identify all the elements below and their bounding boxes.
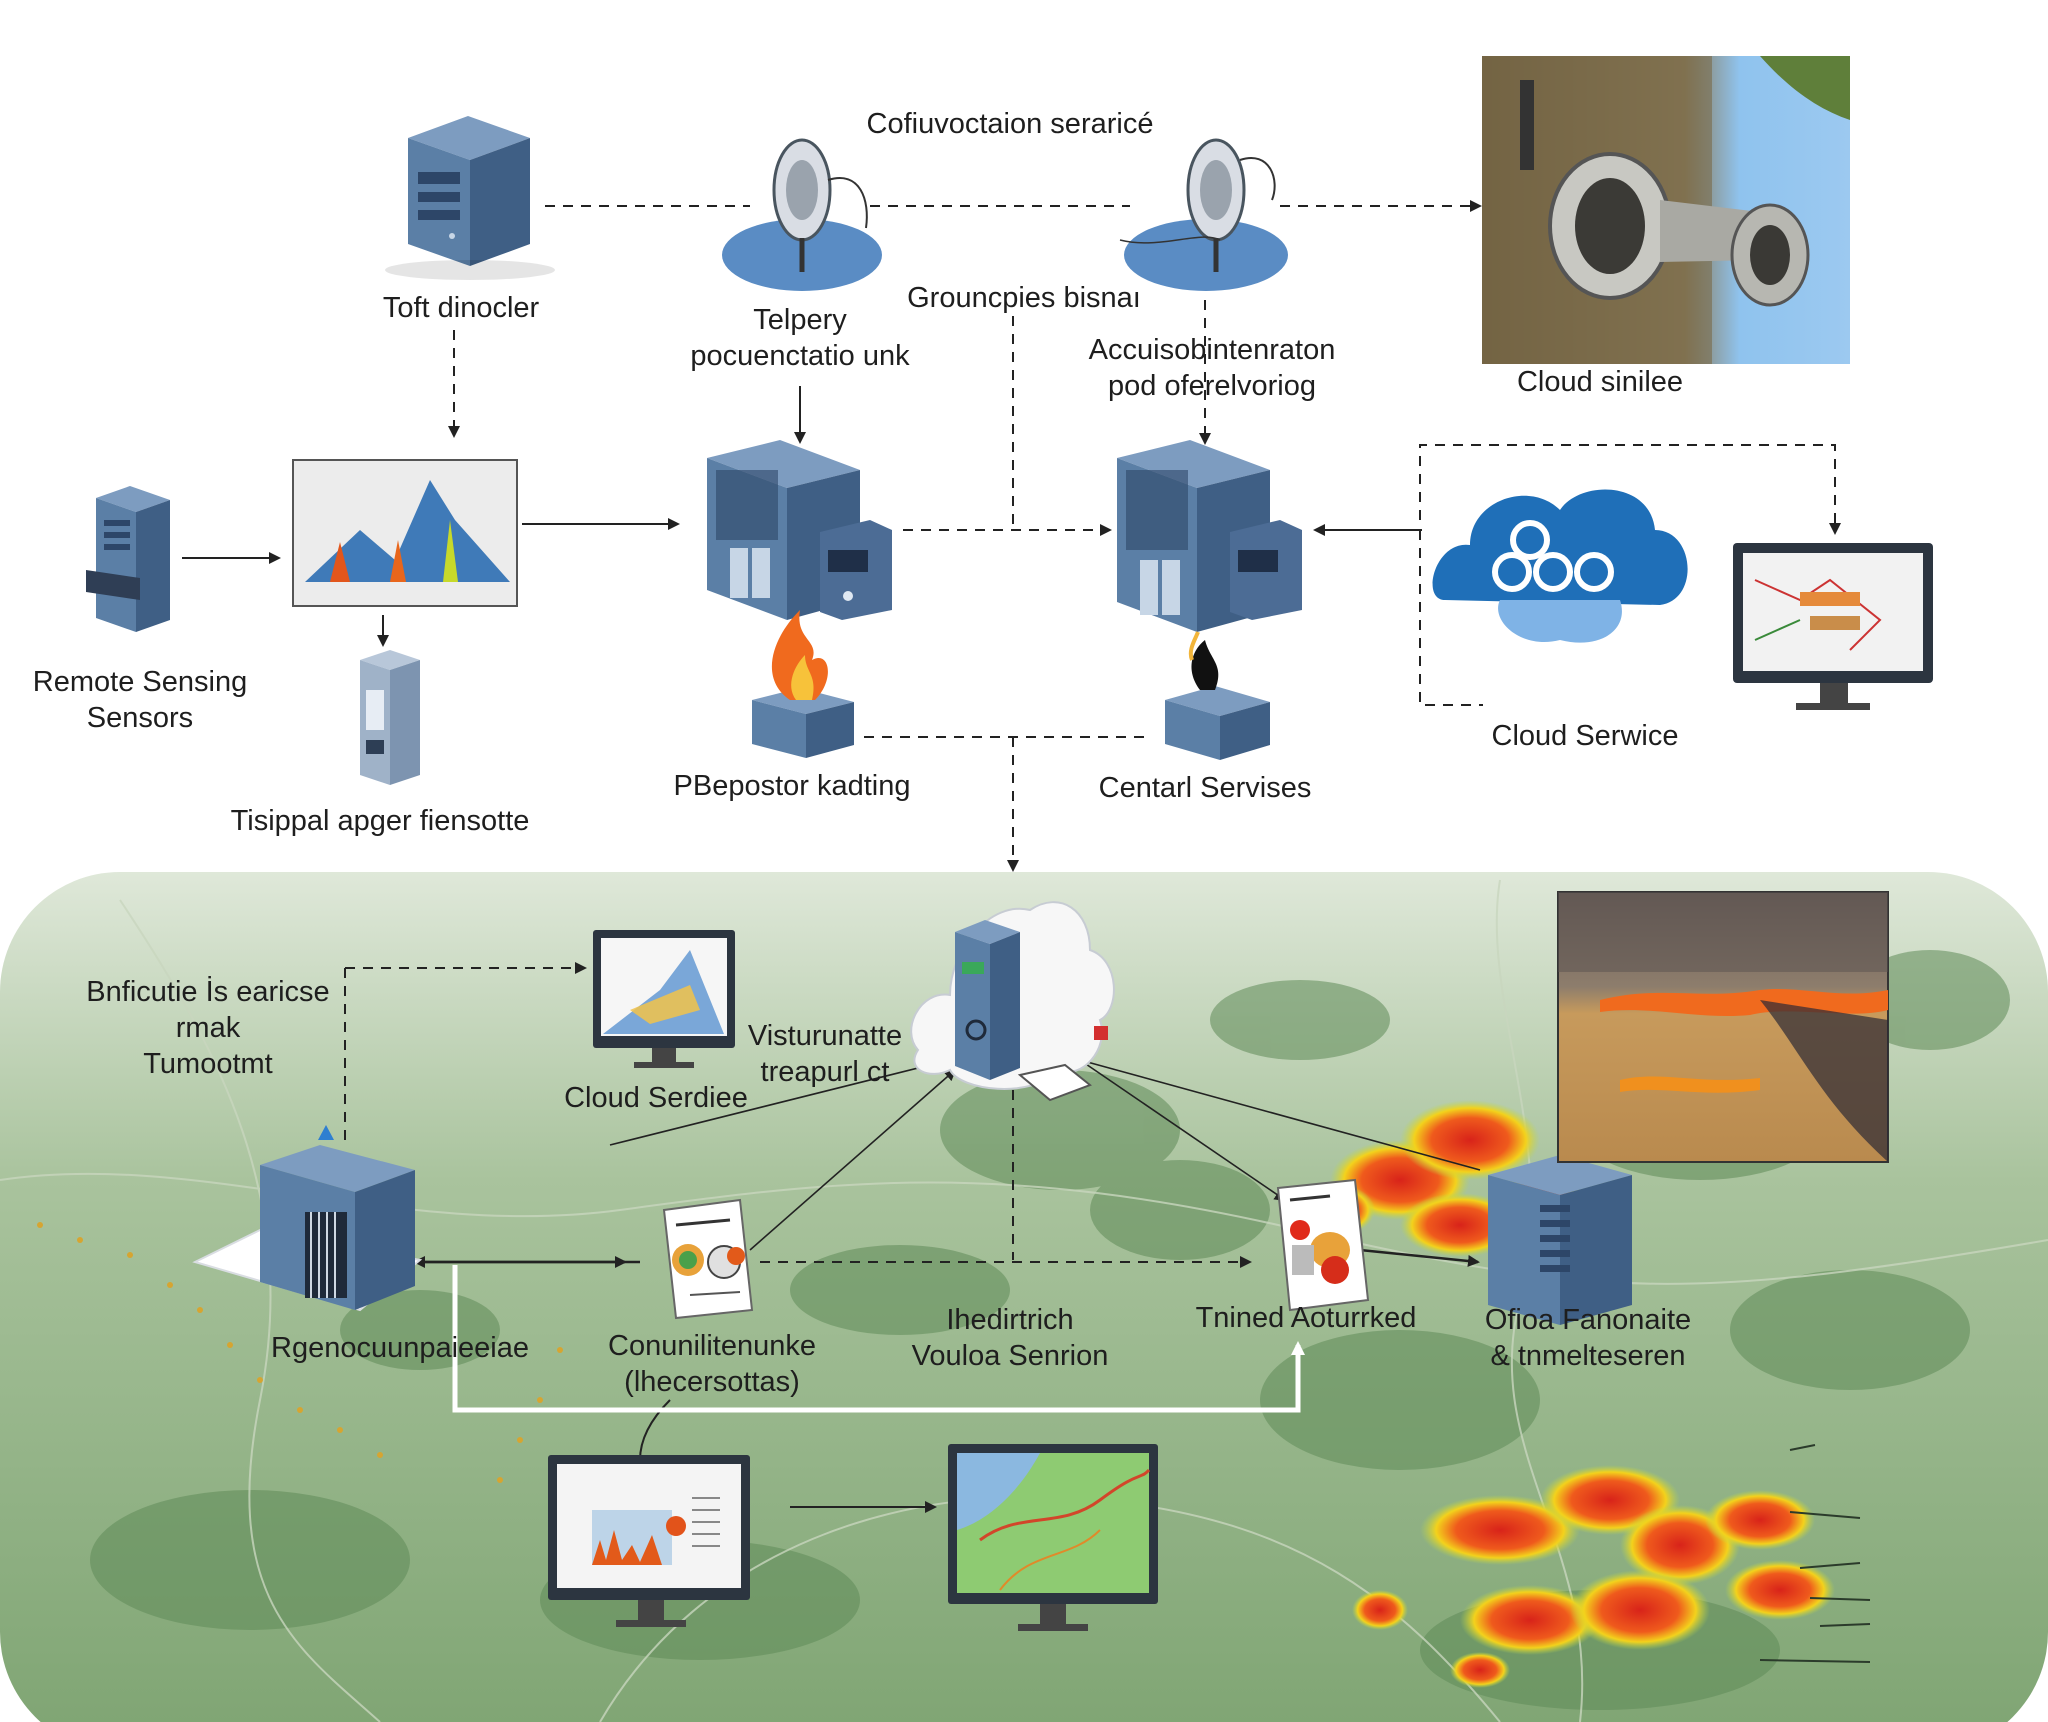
map-monitor-bottom[interactable] bbox=[948, 1444, 1158, 1631]
label-ofioa-fanonaite: Ofioa Fanonaite & tnmelteseren bbox=[1485, 1302, 1691, 1374]
tnined-aoturrked-document[interactable] bbox=[1276, 1178, 1370, 1312]
label-accuisobin-line1: Accuisobintenraton bbox=[1088, 334, 1336, 366]
label-telpery: Telpery pocuenctatio unk bbox=[690, 302, 909, 374]
connectors-top bbox=[182, 200, 1841, 872]
label-remote-sensing: Remote Sensing Sensors bbox=[33, 664, 247, 736]
label-rgenocuun: Rgenocuunpaieeiae bbox=[271, 1332, 529, 1364]
label-tisippal: Tisippal apger fiensotte bbox=[230, 805, 530, 837]
label-ihedrtrich-line2: Vouloa Senrion bbox=[911, 1340, 1109, 1372]
label-telpery-line2: pocuenctatio unk bbox=[690, 340, 910, 372]
remote-sensing-sensor-server[interactable] bbox=[86, 486, 170, 632]
label-remote-sensing-line2: Sensors bbox=[86, 702, 194, 734]
map-panel bbox=[0, 872, 2048, 1722]
label-bnficutie-line2: rmak bbox=[175, 1012, 241, 1044]
label-visturunatte-line1: Visturunatte bbox=[747, 1020, 903, 1052]
label-visturunatte-line2: treapurl ct bbox=[760, 1056, 890, 1088]
label-ihedrtrich: Ihedirtrich Vouloa Senrion bbox=[912, 1302, 1109, 1374]
tisippal-tower-server[interactable] bbox=[360, 650, 420, 785]
label-cloud-serdiee: Cloud Serdiee bbox=[564, 1082, 748, 1114]
rgenocuun-base-station[interactable] bbox=[192, 1125, 423, 1312]
fire-detection-box[interactable] bbox=[752, 610, 854, 758]
label-accuisobin-line2: pod oferelvoriog bbox=[1108, 370, 1316, 402]
label-conunilitenunke-line2: (lhecersottas) bbox=[624, 1366, 800, 1398]
label-cloud-sinilee: Cloud sinilee bbox=[1516, 366, 1684, 398]
label-ofioa-line1: Ofioa Fanonaite bbox=[1484, 1304, 1692, 1336]
label-bnficutie-line3: Tumootmt bbox=[143, 1048, 273, 1080]
label-centarl-servises: Centarl Servises bbox=[1098, 772, 1312, 804]
vistuuunatte-cloud-node[interactable] bbox=[910, 901, 1115, 1102]
cloud-service-icon[interactable] bbox=[1432, 489, 1688, 643]
analytics-monitor-bottom[interactable] bbox=[548, 1455, 750, 1627]
label-bnficutie: Bnficutie İs earicse rmak Tumootmt bbox=[86, 974, 329, 1082]
conunilitenunke-report-document[interactable] bbox=[662, 1198, 754, 1320]
cloud-serdiee-monitor[interactable] bbox=[593, 930, 735, 1068]
map-legend-ticks bbox=[1759, 1444, 1871, 1663]
connectors-bottom bbox=[344, 962, 1481, 1513]
satellite-dish-right-icon[interactable] bbox=[1119, 138, 1288, 291]
label-pbepostor: PBepostor kadting bbox=[673, 770, 911, 802]
label-conunilitenunke: Conunilitenunke (lhecersottas) bbox=[608, 1328, 816, 1400]
label-cloud-serwice: Cloud Serwice bbox=[1491, 720, 1679, 752]
toft-dinocler-server[interactable] bbox=[385, 116, 555, 280]
label-accuisobin: Accuisobintenraton pod oferelvoriog bbox=[1089, 332, 1336, 404]
satellite-dish-left-icon[interactable] bbox=[722, 138, 882, 291]
central-services-server-rack[interactable] bbox=[1117, 440, 1302, 632]
wildfire-photo bbox=[1557, 891, 1889, 1163]
central-services-burner-box[interactable] bbox=[1165, 631, 1270, 760]
ofioa-fanonaite-server[interactable] bbox=[1488, 1155, 1632, 1325]
pbepostor-server-rack[interactable] bbox=[707, 440, 892, 620]
label-conunilitenunke-line1: Conunilitenunke bbox=[608, 1330, 816, 1362]
cloud-sinilee-siren-photo bbox=[1482, 56, 1850, 364]
gis-monitor-top[interactable] bbox=[1733, 543, 1933, 710]
label-ihedrtrich-line1: Ihedirtrich bbox=[946, 1304, 1074, 1336]
white-loop-connector bbox=[452, 1265, 1305, 1413]
map-trail-dots bbox=[37, 1222, 563, 1483]
label-grouncpies: Grouncpies bisnaı bbox=[907, 282, 1141, 314]
label-telpery-line1: Telpery bbox=[753, 304, 847, 336]
label-remote-sensing-line1: Remote Sensing bbox=[32, 666, 248, 698]
heat-cluster-lower bbox=[1352, 1465, 1835, 1688]
label-tnined-aoturrked: Tnined Aoturrked bbox=[1195, 1302, 1417, 1334]
label-toft-dinocler: Toft dinocler bbox=[382, 292, 540, 324]
elevation-chart-panel[interactable] bbox=[292, 459, 518, 607]
label-bnficutie-line1: Bnficutie İs earicse bbox=[86, 976, 330, 1008]
label-ofioa-line2: & tnmelteseren bbox=[1490, 1340, 1686, 1372]
label-conduction-service: Cofiuvoctaion seraricé bbox=[866, 108, 1154, 140]
label-visturunatte: Visturunatte treapurl ct bbox=[748, 1018, 902, 1090]
